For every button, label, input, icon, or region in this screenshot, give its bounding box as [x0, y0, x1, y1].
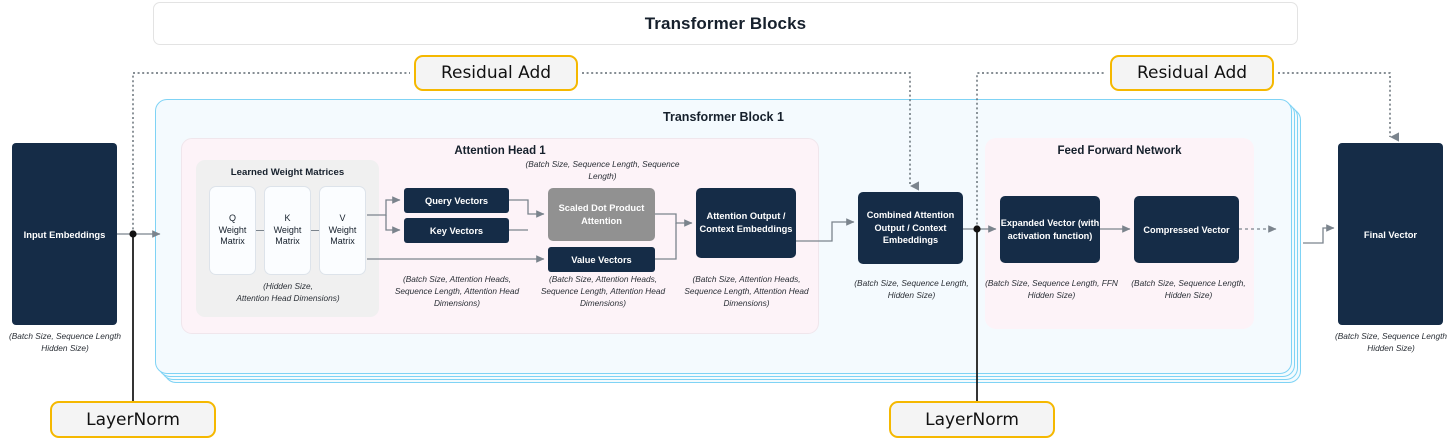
transformer-block-title: Transformer Block 1 [663, 110, 784, 124]
weight-matrix-connector-1 [256, 230, 264, 231]
page-title: Transformer Blocks [644, 13, 807, 33]
compressed-vector-caption: (Batch Size, Sequence Length, Hidden Siz… [1131, 278, 1246, 301]
query-vectors-box: Query Vectors [404, 188, 509, 213]
junction-dot-left [129, 230, 137, 238]
expanded-vector-box: Expanded Vector (with activation functio… [1000, 196, 1100, 263]
input-embeddings-caption: (Batch Size, Sequence Length Hidden Size… [8, 331, 122, 354]
compressed-vector-box: Compressed Vector [1134, 196, 1239, 263]
layernorm-1-label[interactable]: LayerNorm [50, 401, 216, 438]
value-vectors-box: Value Vectors [548, 247, 655, 272]
combined-attention-output-box: Combined Attention Output / Context Embe… [858, 192, 963, 264]
attention-output-box: Attention Output / Context Embeddings [696, 188, 796, 258]
attention-weights-caption: (Batch Size, Sequence Length, Sequence L… [525, 159, 680, 182]
qkv-shape-caption: (Batch Size, Attention Heads, Sequence L… [394, 274, 520, 309]
k-weight-matrix-box: K Weight Matrix [264, 186, 311, 275]
residual-add-2-label[interactable]: Residual Add [1110, 55, 1274, 91]
final-vector-box: Final Vector [1338, 143, 1443, 325]
diagram-title-bar: Transformer Blocks [153, 2, 1298, 45]
attention-head-title: Attention Head 1 [454, 145, 546, 157]
weight-matrix-connector-2 [311, 230, 319, 231]
learned-weight-matrices-title: Learned Weight Matrices [230, 167, 345, 178]
q-weight-matrix-box: Q Weight Matrix [209, 186, 256, 275]
key-vectors-box: Key Vectors [404, 218, 509, 243]
junction-dot-mid [973, 225, 981, 233]
attention-output-caption: (Batch Size, Attention Heads, Sequence L… [684, 274, 809, 309]
feed-forward-network-title: Feed Forward Network [1057, 145, 1182, 157]
scaled-dot-product-attention-box: Scaled Dot Product Attention [548, 188, 655, 241]
value-shape-caption: (Batch Size, Attention Heads, Sequence L… [540, 274, 666, 309]
v-weight-matrix-box: V Weight Matrix [319, 186, 366, 275]
input-embeddings-box: Input Embeddings [12, 143, 117, 325]
expanded-vector-caption: (Batch Size, Sequence Length, FFN Hidden… [985, 278, 1118, 301]
combined-attention-caption: (Batch Size, Sequence Length, Hidden Siz… [854, 278, 969, 301]
layernorm-2-label[interactable]: LayerNorm [889, 401, 1055, 438]
learned-weight-matrices-caption: (Hidden Size, Attention Head Dimensions) [236, 281, 340, 303]
final-vector-caption: (Batch Size, Sequence Length Hidden Size… [1334, 331, 1448, 354]
residual-add-1-label[interactable]: Residual Add [414, 55, 578, 91]
